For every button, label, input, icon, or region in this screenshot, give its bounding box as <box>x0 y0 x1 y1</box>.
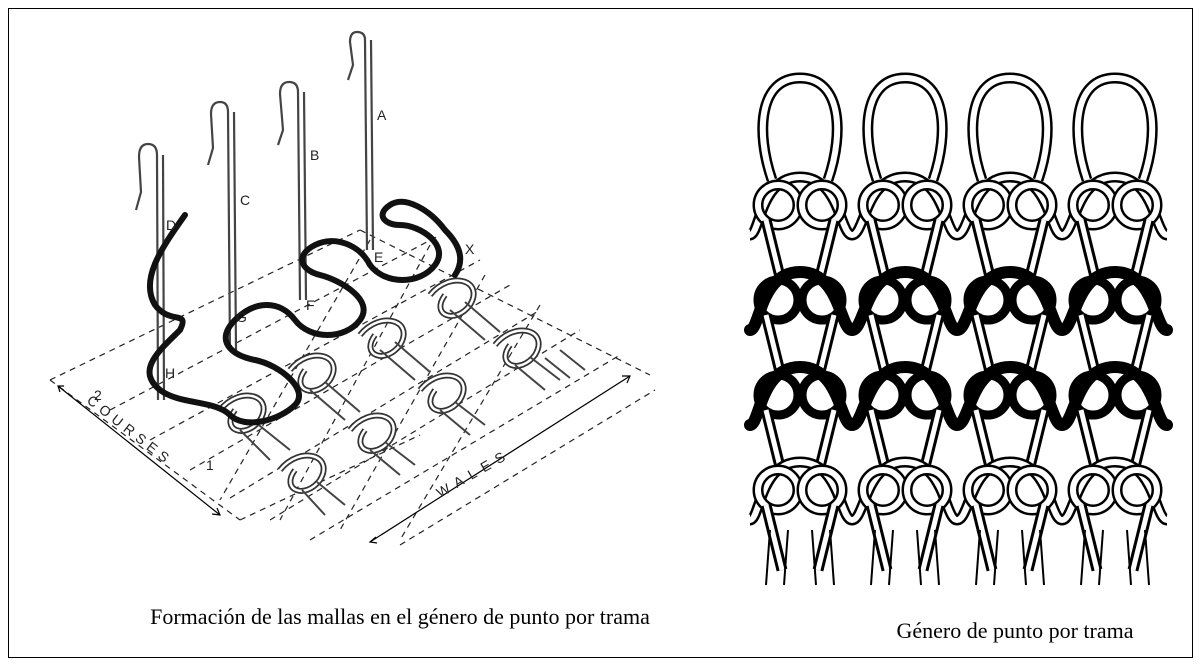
dashed-guide-grid <box>50 230 655 545</box>
loop-label-g: G <box>236 309 247 325</box>
needles <box>136 32 373 400</box>
courses-axis-label: COURSES <box>84 392 176 469</box>
loop-label-h: H <box>165 365 175 381</box>
loop-label-f: F <box>306 297 315 313</box>
x-label: X <box>465 241 475 257</box>
bottom-yarn-end <box>1099 530 1103 585</box>
bottom-yarn-end <box>889 530 893 585</box>
loop-row1-1 <box>280 456 324 491</box>
weft-knit-fabric-diagram <box>740 60 1180 590</box>
wales-axis-label: WALES <box>434 445 514 501</box>
needle-label-d: D <box>166 217 176 233</box>
needle-label-b: B <box>310 147 319 163</box>
bottom-yarn-end <box>917 530 921 585</box>
bottom-yarn-end <box>1081 530 1085 585</box>
knit-fabric-svg <box>740 60 1180 590</box>
bottom-yarn-end <box>1040 530 1044 585</box>
bottom-yarn-end <box>766 530 770 585</box>
bottom-yarn-end <box>871 530 875 585</box>
needle-label-a: A <box>377 107 387 123</box>
top-loop-inner <box>1078 78 1152 180</box>
needle-diagram-svg: A B C D E F G H 1 2 X COURSES WALES <box>40 20 680 570</box>
loop-label-e: E <box>374 249 383 265</box>
right-figure-caption: Género de punto por trama <box>850 618 1180 644</box>
bottom-yarn-end <box>784 530 788 585</box>
top-loop-inner <box>868 78 942 180</box>
loop-row1-4 <box>495 331 539 366</box>
top-loop-inner <box>763 78 837 180</box>
needle-label-c: C <box>240 192 250 208</box>
needle-stitch-formation-diagram: A B C D E F G H 1 2 X COURSES WALES <box>40 20 680 570</box>
bottom-yarn-end <box>812 530 816 585</box>
row-label-1: 1 <box>206 457 214 473</box>
top-loop-inner <box>973 78 1047 180</box>
bottom-yarn-end <box>994 530 998 585</box>
bottom-yarn-end <box>1127 530 1131 585</box>
bottom-yarn-end <box>830 530 834 585</box>
bottom-yarn-end <box>1022 530 1026 585</box>
left-figure-caption: Formación de las mallas en el género de … <box>130 604 670 630</box>
bottom-yarn-end <box>1145 530 1149 585</box>
loop-row1-3 <box>420 376 464 411</box>
dimension-arrows <box>58 376 630 543</box>
bottom-yarn-end <box>976 530 980 585</box>
bottom-yarn-end <box>935 530 939 585</box>
loop-row1-2 <box>350 416 394 451</box>
